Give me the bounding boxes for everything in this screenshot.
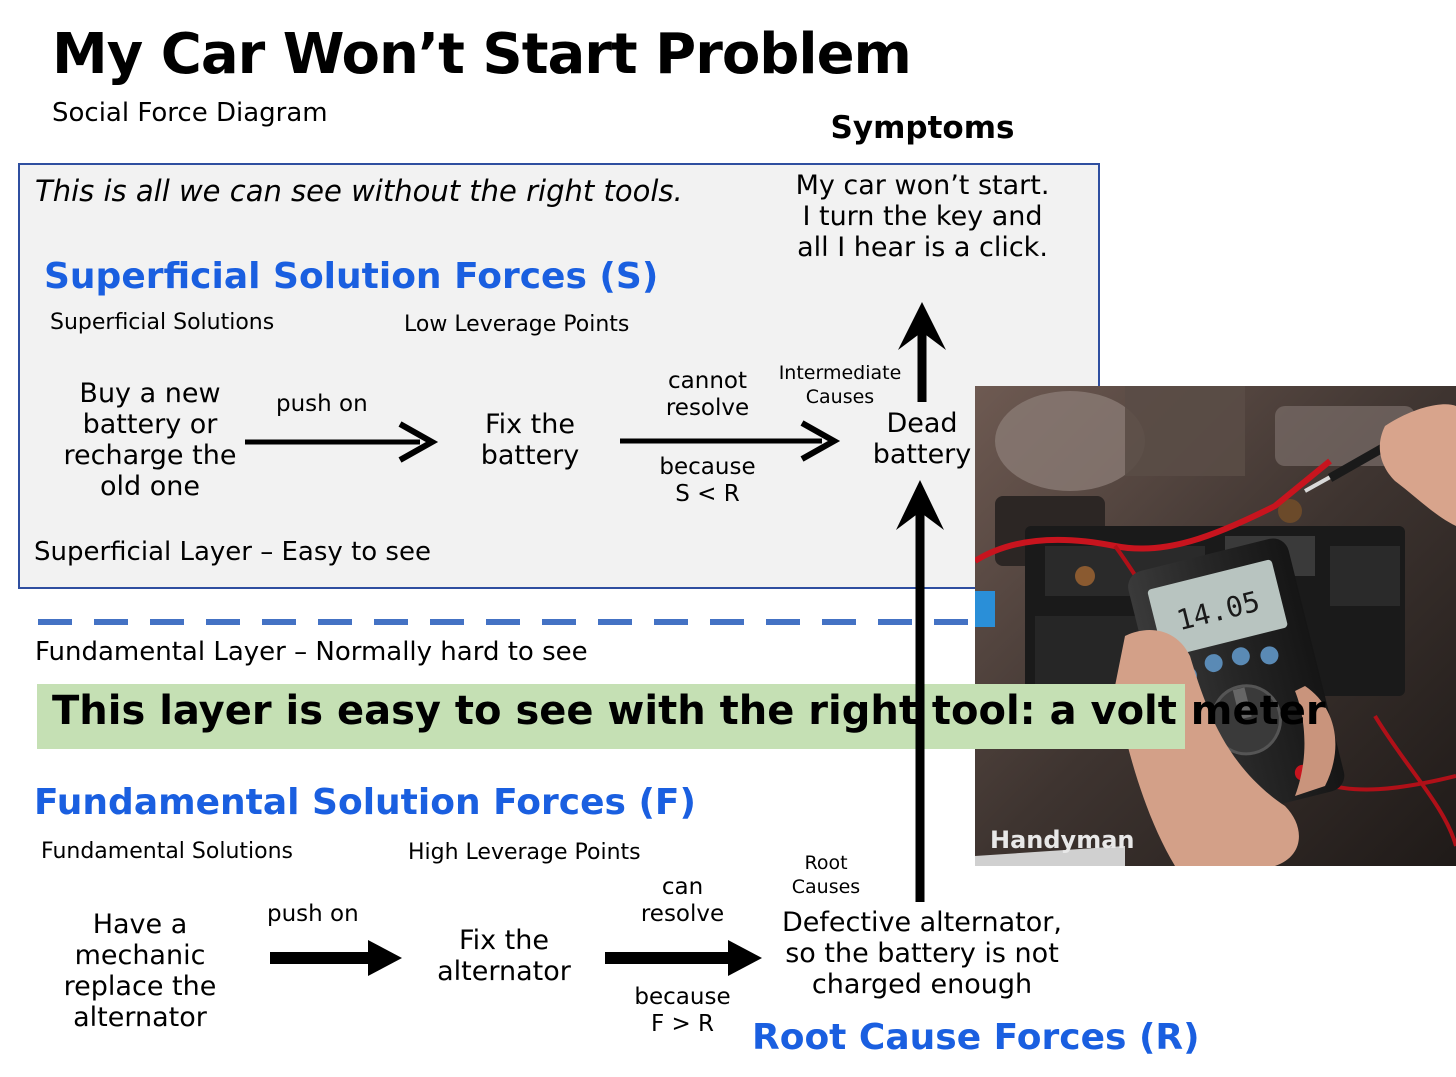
fundamental-forces-heading: Fundamental Solution Forces (F) (34, 782, 696, 823)
page-subtitle: Social Force Diagram (52, 98, 328, 128)
superficial-forces-heading: Superficial Solution Forces (S) (44, 256, 659, 297)
photo-watermark: Handyman (990, 826, 1135, 854)
volt-meter-illustration: 14.05 (975, 386, 1456, 866)
node-fix-battery: Fix the battery (480, 409, 580, 471)
node-dead-battery: Dead battery (872, 408, 972, 470)
root-causes-label: Root Causes (791, 852, 861, 898)
volt-meter-banner-text: This layer is easy to see with the right… (52, 688, 1326, 734)
node-buy-battery: Buy a new battery or recharge the old on… (63, 378, 237, 502)
arrow-fix-alternator-to-root (605, 940, 762, 976)
intermediate-causes-label: Intermediate Causes (778, 362, 902, 408)
cannot-resolve-label: cannot resolve (665, 368, 750, 421)
layer-divider (38, 619, 985, 625)
because-s-less-r-label: because S < R (659, 454, 756, 507)
push-on-label-superficial: push on (276, 391, 368, 417)
volt-meter-photo: 14.05 (975, 386, 1456, 866)
arrow-mechanic-to-fix-alternator (270, 940, 402, 976)
page-title: My Car Won’t Start Problem (52, 22, 912, 87)
fundamental-solutions-label: Fundamental Solutions (41, 839, 293, 864)
because-f-greater-r-label: because F > R (634, 984, 731, 1037)
low-leverage-label: Low Leverage Points (404, 312, 630, 337)
high-leverage-label: High Leverage Points (408, 840, 641, 865)
push-on-label-fundamental: push on (267, 901, 359, 927)
root-cause-forces-heading: Root Cause Forces (R) (752, 1017, 1200, 1058)
node-defective-alternator: Defective alternator, so the battery is … (782, 907, 1062, 1000)
symptoms-text: My car won’t start. I turn the key and a… (795, 170, 1050, 263)
can-resolve-label: can resolve (640, 874, 725, 927)
symptoms-heading: Symptoms (830, 110, 1015, 146)
node-fix-alternator: Fix the alternator (437, 925, 571, 987)
tools-note: This is all we can see without the right… (35, 174, 683, 208)
fundamental-layer-label: Fundamental Layer – Normally hard to see (35, 637, 588, 667)
node-mechanic-replace: Have a mechanic replace the alternator (63, 909, 217, 1033)
superficial-solutions-label: Superficial Solutions (50, 310, 275, 335)
superficial-layer-label: Superficial Layer – Easy to see (34, 537, 431, 567)
volt-meter-banner (37, 684, 1185, 749)
